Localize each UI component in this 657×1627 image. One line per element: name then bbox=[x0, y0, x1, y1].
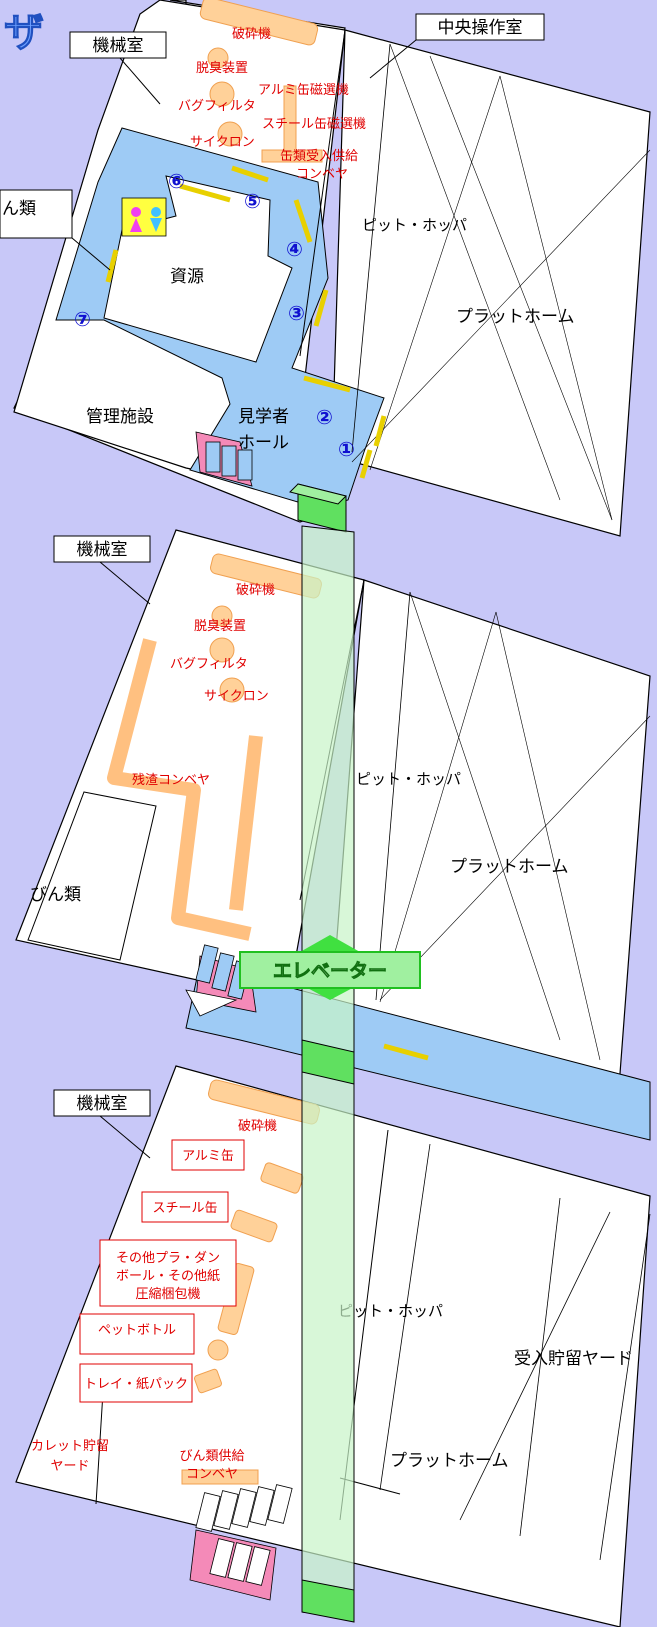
svg-text:機械室: 機械室 bbox=[77, 1094, 128, 1114]
top-floor: 機械室 中央操作室 ん類 破砕機 脱臭装置 アルミ缶磁選機 バグフィルタ スチー… bbox=[0, 0, 651, 537]
svg-text:圧縮梱包機: 圧縮梱包機 bbox=[135, 1286, 200, 1302]
svg-text:コンベヤ: コンベヤ bbox=[296, 167, 348, 182]
viewpoint-4: ④ bbox=[286, 237, 303, 261]
svg-text:機械室: 機械室 bbox=[77, 540, 128, 560]
svg-text:ヤード: ヤード bbox=[50, 1459, 89, 1474]
svg-text:ピット・ホッパ: ピット・ホッパ bbox=[338, 1302, 443, 1320]
elevator-shaft: エレベーター bbox=[239, 525, 421, 1623]
top-platform-block bbox=[331, 29, 651, 537]
svg-text:見学者: 見学者 bbox=[238, 407, 289, 427]
svg-text:カレット貯留: カレット貯留 bbox=[31, 1439, 109, 1454]
viewpoint-3: ③ bbox=[288, 301, 305, 325]
svg-text:コンベヤ: コンベヤ bbox=[186, 1467, 238, 1482]
viewpoint-6: ⑥ bbox=[168, 169, 185, 193]
viewpoint-7: ⑦ bbox=[74, 307, 91, 331]
svg-text:トレイ・紙パック: トレイ・紙パック bbox=[84, 1377, 188, 1392]
bottom-floor: 機械室 アルミ缶 スチール缶 その他プラ・ダン ボール・その他紙 圧縮梱包機 ペ… bbox=[15, 1065, 651, 1627]
top-control-room-callout bbox=[415, 13, 545, 41]
viewpoint-2: ② bbox=[316, 405, 333, 429]
title-fragment: ザ bbox=[4, 10, 44, 56]
svg-text:スチール缶: スチール缶 bbox=[152, 1201, 217, 1216]
svg-text:アルミ缶: アルミ缶 bbox=[182, 1149, 234, 1164]
top-machine-room-callout bbox=[69, 31, 167, 59]
svg-text:プラットホーム: プラットホーム bbox=[450, 857, 569, 877]
svg-text:残渣コンベヤ: 残渣コンベヤ bbox=[132, 773, 210, 788]
svg-text:びん類供給: びん類供給 bbox=[179, 1449, 244, 1464]
viewpoint-5: ⑤ bbox=[244, 189, 261, 213]
svg-text:缶類受入供給: 缶類受入供給 bbox=[280, 149, 358, 164]
svg-text:破砕機: 破砕機 bbox=[232, 27, 271, 42]
svg-text:破砕機: 破砕機 bbox=[236, 583, 275, 598]
svg-text:ホール: ホール bbox=[238, 433, 289, 453]
svg-text:プラットホーム: プラットホーム bbox=[390, 1451, 509, 1471]
svg-text:ボール・その他紙: ボール・その他紙 bbox=[116, 1269, 220, 1284]
svg-text:脱臭装置: 脱臭装置 bbox=[194, 619, 246, 634]
svg-text:中央操作室: 中央操作室 bbox=[438, 18, 523, 38]
svg-text:破砕機: 破砕機 bbox=[238, 1119, 277, 1134]
svg-text:サイクロン: サイクロン bbox=[190, 135, 255, 150]
svg-text:資源: 資源 bbox=[170, 267, 204, 287]
svg-text:プラットホーム: プラットホーム bbox=[456, 307, 575, 327]
svg-text:ピット・ホッパ: ピット・ホッパ bbox=[362, 216, 467, 234]
svg-text:びん類: びん類 bbox=[30, 885, 81, 905]
svg-text:受入貯留ヤード: 受入貯留ヤード bbox=[514, 1349, 633, 1369]
svg-text:ピット・ホッパ: ピット・ホッパ bbox=[356, 770, 461, 788]
viewpoint-1: ① bbox=[338, 437, 355, 461]
top-bottles-callout bbox=[0, 189, 73, 239]
svg-text:その他プラ・ダン: その他プラ・ダン bbox=[116, 1251, 220, 1266]
svg-text:管理施設: 管理施設 bbox=[86, 407, 154, 427]
svg-text:アルミ缶磁選機: アルミ缶磁選機 bbox=[258, 83, 349, 98]
svg-text:ん類: ん類 bbox=[2, 199, 36, 219]
middle-machine-room-callout bbox=[53, 535, 151, 563]
elevator-label: エレベーター bbox=[273, 960, 387, 982]
svg-text:スチール缶磁選機: スチール缶磁選機 bbox=[262, 117, 366, 132]
svg-text:バグフィルタ: バグフィルタ bbox=[178, 99, 256, 114]
svg-text:脱臭装置: 脱臭装置 bbox=[196, 61, 248, 76]
svg-text:サイクロン: サイクロン bbox=[204, 689, 269, 704]
svg-text:機械室: 機械室 bbox=[93, 36, 144, 56]
svg-text:ペットボトル: ペットボトル bbox=[98, 1323, 176, 1338]
bottom-machine-room-callout bbox=[53, 1089, 151, 1117]
elevator-label-box bbox=[239, 951, 421, 989]
svg-text:バグフィルタ: バグフィルタ bbox=[170, 657, 248, 672]
